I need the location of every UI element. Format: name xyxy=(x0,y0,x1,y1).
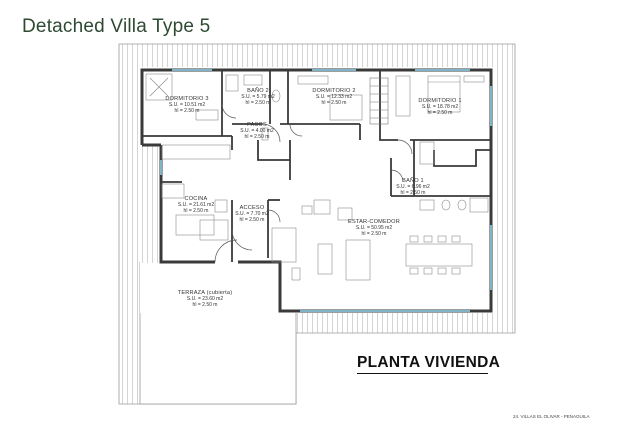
room-terraza: TERRAZA (cubierta) S.U. = 23.60 m2 hl = … xyxy=(178,290,233,308)
room-name: DORMITORIO 3 xyxy=(165,96,209,102)
room-name: ESTAR-COMEDOR xyxy=(348,219,400,225)
room-area: S.U. = 6.96 m2 xyxy=(396,184,430,190)
room-name: BAÑO 1 xyxy=(402,178,424,184)
room-bano-1: BAÑO 1 S.U. = 6.96 m2 hl = 2.50 m xyxy=(396,178,430,196)
room-bano-2: BAÑO 2 S.U. = 5.79 m2 hl = 2.50 m xyxy=(241,88,275,106)
furniture xyxy=(145,73,489,281)
room-area: S.U. = 50.95 m2 xyxy=(355,225,393,231)
room-dormitorio-1: DORMITORIO 1 S.U. = 18.78 m2 hl = 2.50 m xyxy=(418,98,461,116)
room-area: S.U. = 4.00 m2 xyxy=(240,128,274,134)
room-area: S.U. = 21.61 m2 xyxy=(177,202,215,208)
room-name: ACCESO xyxy=(239,205,265,211)
room-name: PASOS xyxy=(247,122,267,128)
room-acceso: ACCESO S.U. = 7.70 m2 hl = 2.50 m xyxy=(235,205,269,223)
room-name: DORMITORIO 1 xyxy=(418,98,462,104)
room-area: S.U. = 23.60 m2 xyxy=(186,296,224,302)
bed-dormitorio-3 xyxy=(145,73,173,101)
room-height: hl = 2.50 m xyxy=(361,231,387,237)
side-deck-strip xyxy=(140,145,161,263)
stair xyxy=(369,77,389,125)
room-height: hl = 2.50 m xyxy=(192,302,218,308)
room-dormitorio-3: DORMITORIO 3 S.U. = 10.51 m2 hl = 2.50 m xyxy=(165,96,208,114)
room-name: BAÑO 2 xyxy=(247,88,269,94)
plan-title: PLANTA VIVIENDA xyxy=(357,354,501,371)
room-dormitorio-2: DORMITORIO 2 S.U. = 12.33 m2 hl = 2.50 m xyxy=(312,88,355,106)
room-area: S.U. = 5.79 m2 xyxy=(241,94,275,100)
room-height: hl = 2.50 m xyxy=(239,217,265,223)
room-height: hl = 2.50 m xyxy=(400,190,426,196)
room-height: hl = 2.50 m xyxy=(174,108,200,114)
room-height: hl = 2.50 m xyxy=(427,110,453,116)
room-height: hl = 2.50 m xyxy=(321,100,347,106)
room-name: TERRAZA (cubierta) xyxy=(177,290,233,296)
room-estar-comedor: ESTAR-COMEDOR S.U. = 50.95 m2 hl = 2.50 … xyxy=(348,219,400,237)
room-height: hl = 2.50 m xyxy=(244,134,270,140)
room-area: S.U. = 12.33 m2 xyxy=(315,94,353,100)
room-area: S.U. = 7.70 m2 xyxy=(235,211,269,217)
room-cocina: COCINA S.U. = 21.61 m2 hl = 2.50 m xyxy=(178,196,214,214)
room-name: DORMITORIO 2 xyxy=(312,88,356,94)
room-height: hl = 2.50 m xyxy=(245,100,271,106)
room-name: COCINA xyxy=(184,196,208,202)
room-area: S.U. = 10.51 m2 xyxy=(168,102,206,108)
doors xyxy=(214,103,413,263)
room-height: hl = 2.50 m xyxy=(183,208,209,214)
footer-caption: 24. VILLAS EL OLIVAR - PENAGUILA xyxy=(513,414,590,419)
page-title: Detached Villa Type 5 xyxy=(22,16,211,37)
room-pasos: PASOS S.U. = 4.00 m2 hl = 2.50 m xyxy=(240,122,274,140)
windows xyxy=(160,69,492,312)
house-interior xyxy=(140,67,493,313)
plan-title-underline xyxy=(357,373,488,374)
room-area: S.U. = 18.78 m2 xyxy=(421,104,459,110)
